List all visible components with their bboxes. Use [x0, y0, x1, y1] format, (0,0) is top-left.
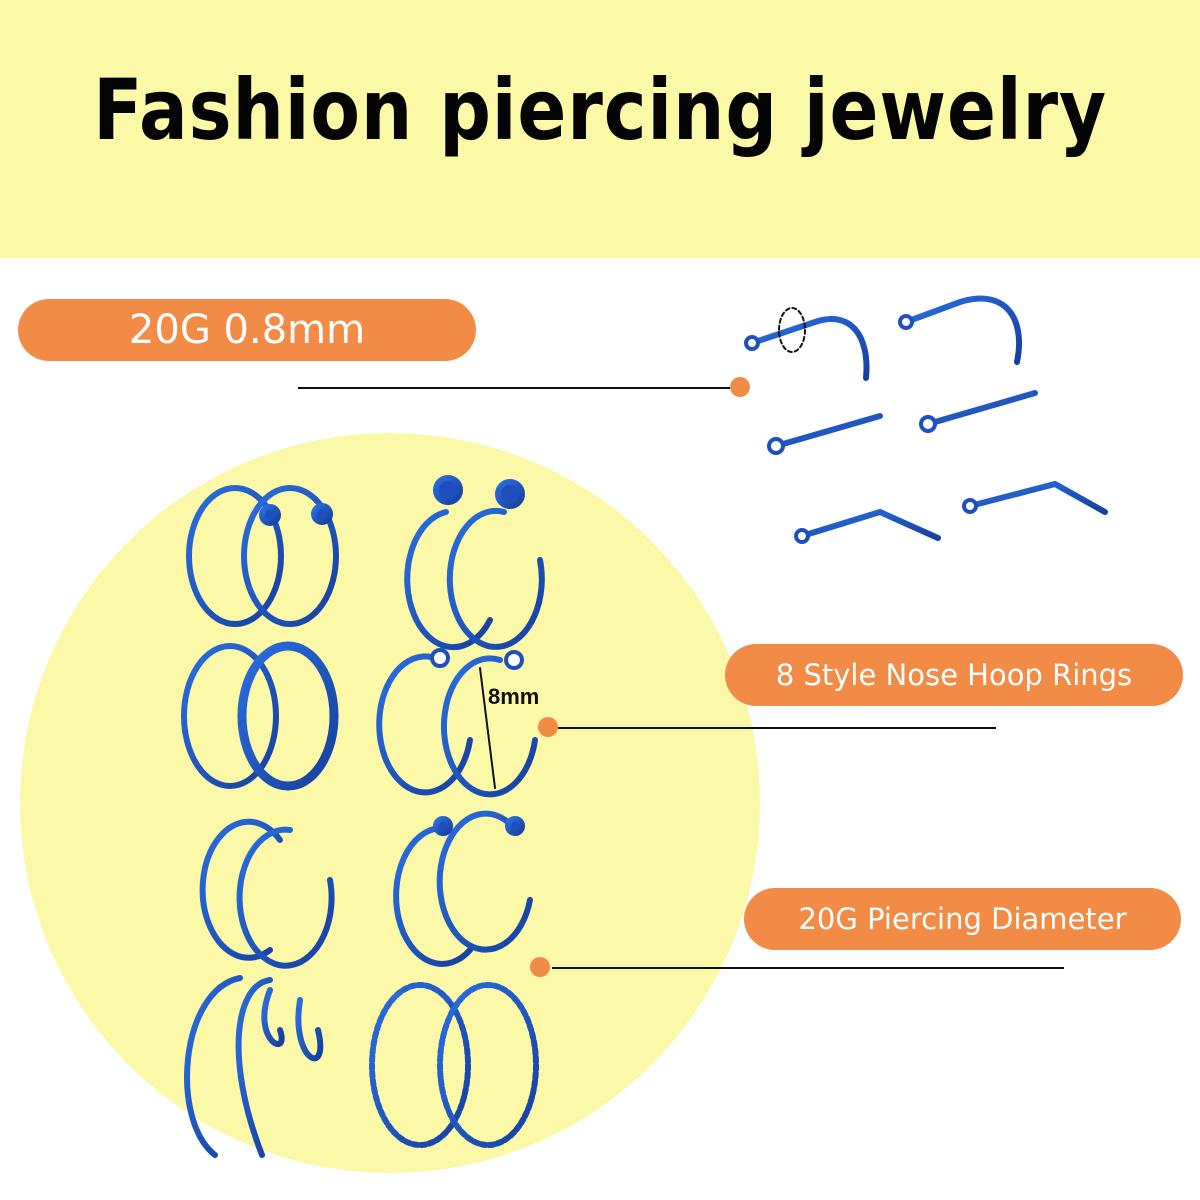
screw-stud-2	[898, 295, 1023, 365]
straight-stud-1	[767, 413, 883, 455]
styles-pointer-line	[558, 727, 996, 729]
measurement-label: 8mm	[488, 684, 540, 709]
hoop-open-spiral	[199, 818, 335, 969]
diameter-pointer-line	[552, 967, 1064, 969]
styles-label: 8 Style Nose Hoop Rings	[725, 644, 1183, 706]
highlight-circle	[20, 433, 760, 1173]
gauge-pointer-line	[298, 387, 730, 389]
hoop-ball-end	[393, 810, 533, 967]
straight-stud-2	[919, 390, 1038, 433]
screw-stud-1	[744, 307, 870, 381]
hoop-flat-disc	[404, 475, 545, 651]
hoop-twisted	[369, 982, 539, 1148]
styles-pointer-dot	[538, 717, 558, 737]
page-title: Fashion piercing jewelry	[93, 61, 1107, 159]
diameter-pointer-dot	[530, 957, 550, 977]
l-bend-stud-2	[962, 480, 1108, 515]
hoop-hook	[184, 975, 324, 1158]
title-banner	[0, 0, 1200, 258]
hoop-gem	[376, 648, 538, 798]
diameter-label: 20G Piercing Diameter	[744, 888, 1181, 950]
l-bend-stud-1	[794, 508, 941, 544]
hoop-ball-closure	[186, 485, 339, 627]
gauge-label: 20G 0.8mm	[18, 299, 476, 361]
gauge-pointer-dot	[730, 377, 750, 397]
hoop-seamless	[181, 641, 339, 791]
